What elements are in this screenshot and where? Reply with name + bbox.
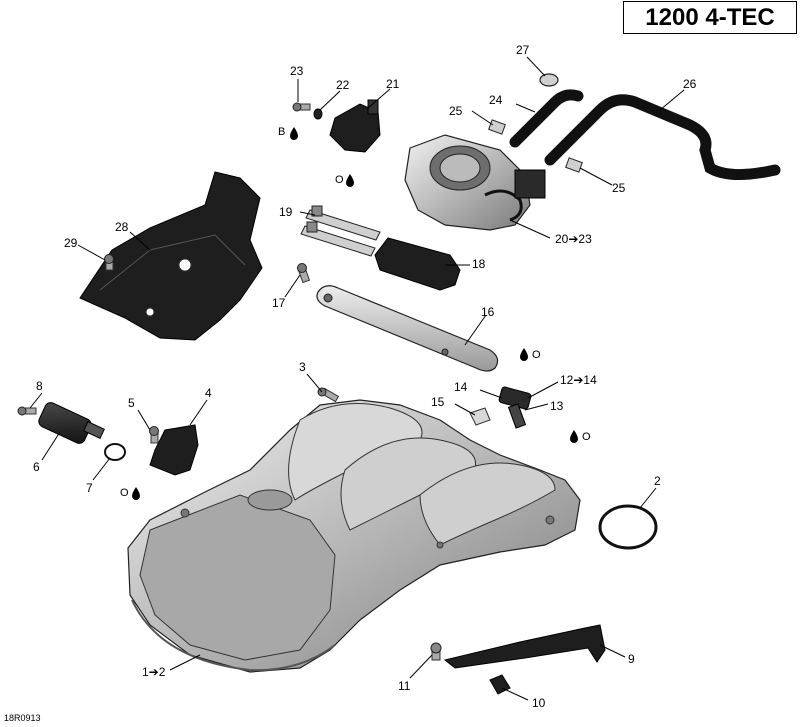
callout-26: 26 bbox=[683, 77, 697, 91]
callout-28: 28 bbox=[115, 220, 129, 234]
screw-23-part bbox=[292, 102, 311, 112]
callout-7: 7 bbox=[86, 481, 93, 495]
callout-27: 27 bbox=[516, 43, 530, 57]
callout-11: 11 bbox=[398, 679, 411, 693]
lube-o-mark-12: O bbox=[532, 349, 541, 361]
callout-25b: 25 bbox=[612, 181, 626, 195]
throttle-body-part bbox=[404, 134, 546, 231]
hose-26-part bbox=[544, 94, 781, 181]
lube-o-mark-7: O bbox=[120, 487, 129, 499]
callout-4: 4 bbox=[205, 386, 212, 400]
callout-12: 12➔14 bbox=[560, 373, 597, 387]
clamps-part bbox=[300, 205, 381, 257]
o-ring-22-part bbox=[313, 108, 323, 120]
callout-13: 13 bbox=[550, 399, 564, 413]
screw-3-part bbox=[317, 387, 340, 403]
retaining-clip-part bbox=[469, 407, 491, 426]
support-plate-part bbox=[79, 171, 263, 341]
fuel-injector-part bbox=[498, 386, 532, 429]
callout-labels: 1➔2 2 3 4 5 6 7 8 9 10 11 12➔14 13 14 15… bbox=[33, 43, 697, 710]
sensor-21-part bbox=[329, 103, 381, 153]
callout-17: 17 bbox=[272, 296, 286, 310]
screw-8-part bbox=[17, 406, 37, 416]
hose-24-part bbox=[509, 89, 584, 148]
rubber-coupler-part bbox=[374, 237, 461, 291]
oil-drop-icon bbox=[520, 348, 528, 361]
o-ring-part bbox=[598, 504, 658, 550]
callout-21: 21 bbox=[386, 77, 400, 91]
lube-o-mark-13: O bbox=[582, 431, 591, 443]
fuel-rail-part bbox=[316, 285, 499, 372]
lube-marks: B O O O O bbox=[120, 126, 591, 500]
clip-nut-part bbox=[489, 674, 511, 695]
callout-6: 6 bbox=[33, 460, 40, 474]
callout-1: 1➔2 bbox=[142, 665, 166, 679]
callout-23: 23 bbox=[290, 64, 304, 78]
callout-20: 20➔23 bbox=[555, 232, 592, 246]
intake-manifold-part bbox=[127, 399, 581, 673]
oil-drop-icon bbox=[290, 127, 298, 140]
callout-29: 29 bbox=[64, 236, 78, 250]
oil-drop-icon bbox=[346, 174, 354, 187]
oil-drop-icon bbox=[132, 487, 140, 500]
clamp-25b-part bbox=[565, 157, 583, 173]
sensor-4-part bbox=[149, 424, 199, 476]
callout-3: 3 bbox=[299, 360, 306, 374]
model-title-box: 1200 4-TEC bbox=[623, 1, 797, 34]
lube-o-mark-21: O bbox=[335, 174, 344, 186]
callout-24: 24 bbox=[489, 93, 503, 107]
lube-b-mark: B bbox=[278, 126, 285, 138]
callout-25a: 25 bbox=[449, 104, 463, 118]
leader-lines bbox=[29, 56, 685, 701]
screw-29-part bbox=[104, 254, 114, 271]
callout-14: 14 bbox=[454, 380, 468, 394]
document-code: 18R0913 bbox=[4, 713, 41, 723]
screw-11-part bbox=[430, 642, 442, 661]
callout-15: 15 bbox=[431, 395, 445, 409]
screw-5-part bbox=[149, 426, 159, 444]
callout-18: 18 bbox=[472, 257, 486, 271]
model-title: 1200 4-TEC bbox=[645, 3, 775, 31]
callout-9: 9 bbox=[628, 652, 635, 666]
clamp-27-part bbox=[539, 73, 559, 87]
clamp-25a-part bbox=[488, 119, 506, 135]
oil-drop-icon bbox=[570, 430, 578, 443]
callout-19: 19 bbox=[279, 205, 293, 219]
callout-5: 5 bbox=[128, 396, 135, 410]
bracket-part bbox=[443, 624, 606, 669]
callout-16: 16 bbox=[481, 305, 495, 319]
callout-2: 2 bbox=[654, 474, 661, 488]
idle-valve-part bbox=[38, 402, 105, 444]
screw-17-part bbox=[296, 263, 311, 284]
o-ring-7-part bbox=[104, 443, 126, 461]
callout-22: 22 bbox=[336, 78, 350, 92]
callout-8: 8 bbox=[36, 379, 43, 393]
callout-10: 10 bbox=[532, 696, 546, 710]
